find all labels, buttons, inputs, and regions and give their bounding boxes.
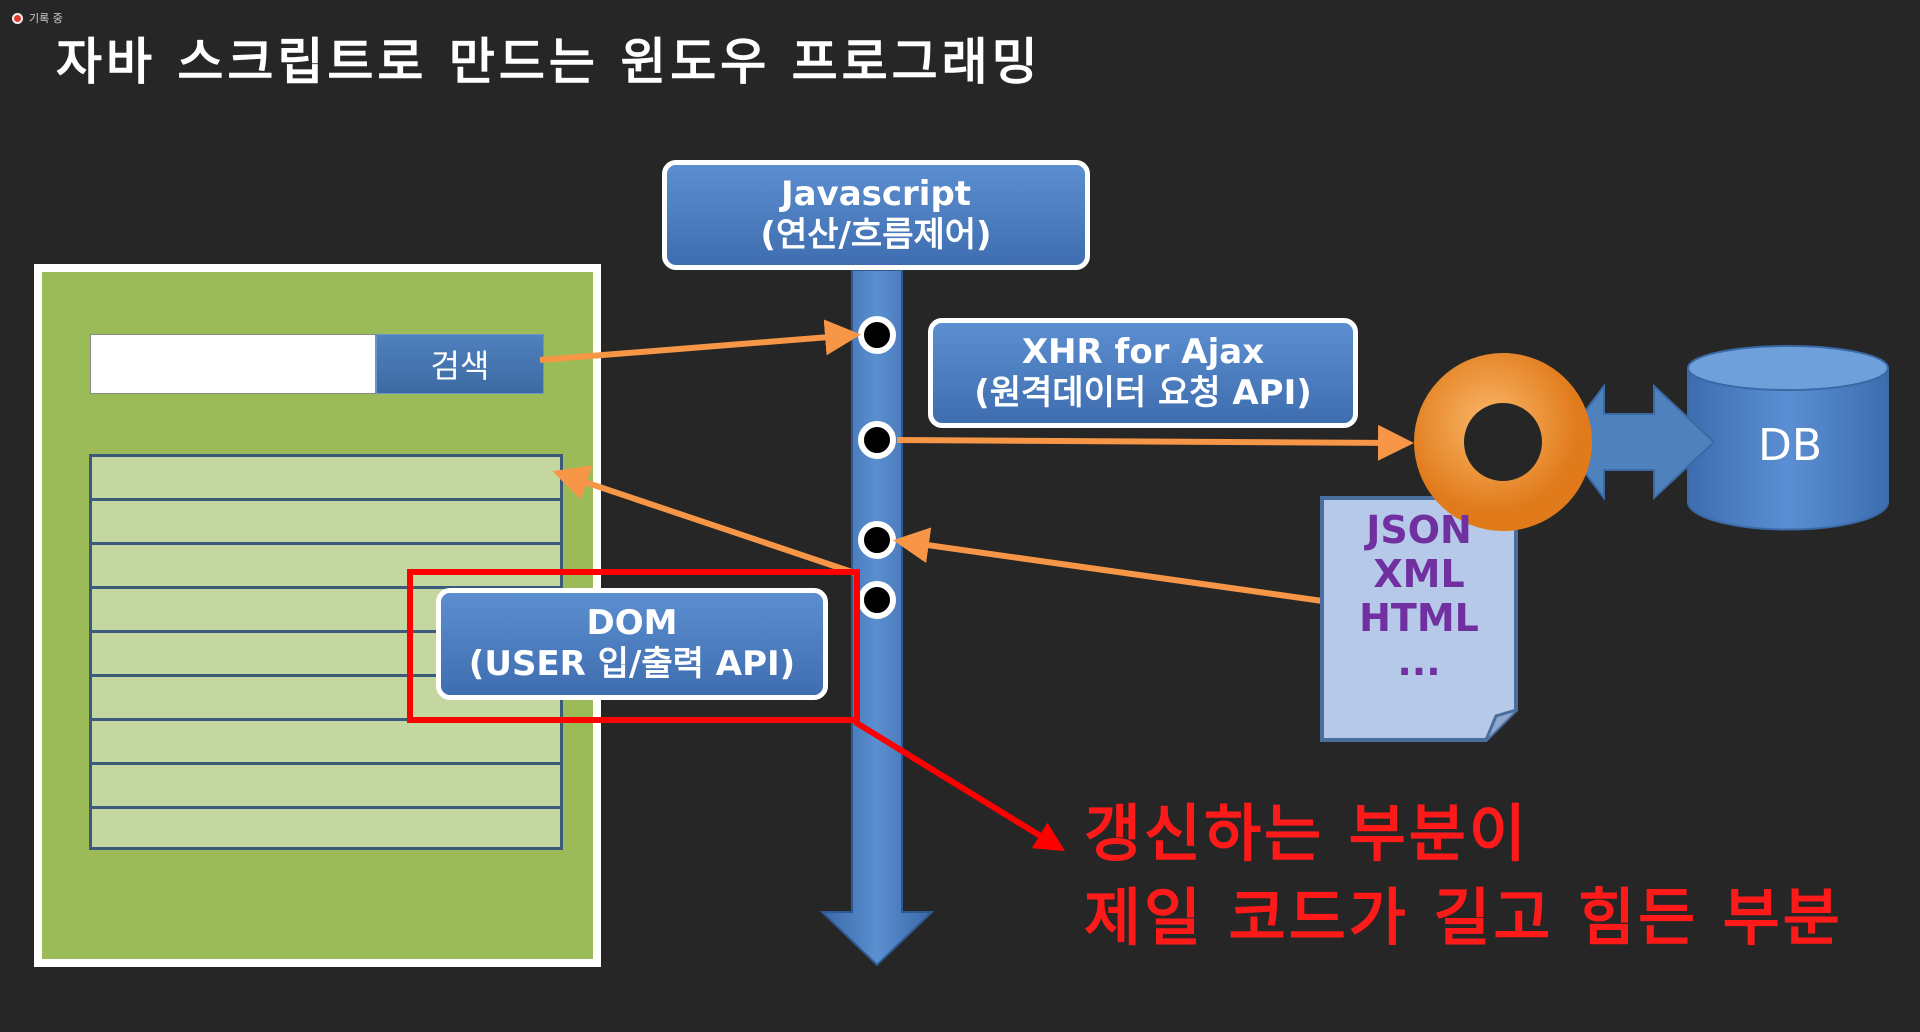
table-row [92,545,560,589]
format-json: JSON [1366,508,1472,552]
record-icon [12,12,23,24]
format-html: HTML [1359,596,1479,640]
database-icon [1687,345,1889,531]
server-db-double-arrow [1560,383,1716,501]
javascript-box: Javascript (연산/흐름제어) [662,160,1090,270]
callout-pointer-arrow [853,719,1066,852]
dom-to-table-arrow [552,465,859,577]
table-row [92,721,560,765]
database-label: DB [1757,420,1823,471]
table-row [92,457,560,501]
dom-box-subtitle: (USER 입/출력 API) [468,644,796,684]
search-to-js-arrow [539,319,861,363]
xhr-box-subtitle: (원격데이터 요청 API) [974,373,1312,413]
spine-dot [858,316,896,354]
format-more: ... [1397,640,1441,684]
format-xml: XML [1373,552,1465,596]
spine-dot [858,421,896,459]
table-row [92,677,560,721]
table-row [92,633,560,677]
response-to-js-arrow [893,527,1387,613]
search-input-mock [90,334,376,394]
table-row [92,589,560,633]
dom-box: DOM (USER 입/출력 API) [436,588,828,700]
page-title: 자바 스크립트로 만드는 윈도우 프로그래밍 [56,33,1042,91]
callout-line-2: 제일 코드가 길고 힘든 부분 [1084,881,1843,954]
xhr-box: XHR for Ajax (원격데이터 요청 API) [928,318,1358,428]
search-button-mock: 검색 [376,334,544,394]
server-ring-icon [1414,353,1592,531]
xhr-to-server-arrow [896,424,1414,461]
response-formats: JSON XML HTML ... [1322,508,1516,684]
dom-box-title: DOM [586,602,678,643]
recording-label: 기록 중 [29,12,63,25]
spine-dot [858,581,896,619]
callout-line-1: 갱신하는 부분이 [1084,797,1529,870]
document-fold [1484,708,1517,741]
javascript-box-subtitle: (연산/흐름제어) [760,215,992,255]
table-row [92,765,560,809]
xhr-box-title: XHR for Ajax [1021,331,1265,372]
table-row [92,501,560,545]
javascript-box-title: Javascript [780,173,972,214]
callout-text: 갱신하는 부분이 제일 코드가 길고 힘든 부분 [1084,792,1843,960]
dom-highlight-frame [407,569,860,723]
recording-indicator: 기록 중 [12,10,63,26]
spine-dot [858,521,896,559]
